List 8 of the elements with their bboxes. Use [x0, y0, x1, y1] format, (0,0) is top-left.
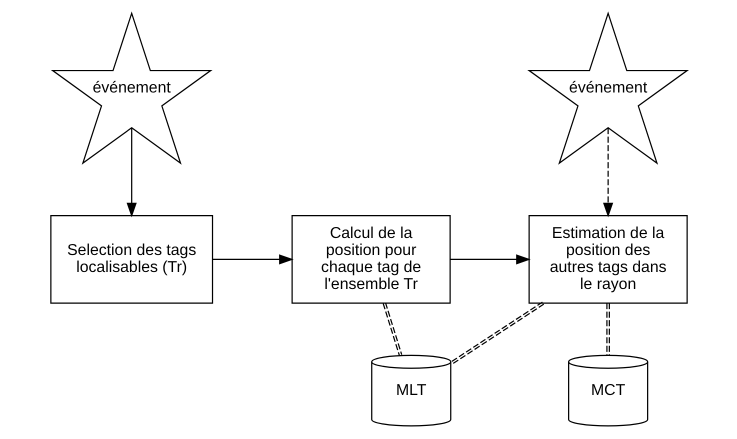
arrow — [212, 254, 294, 264]
node-box: Selection des tags localisables (Tr) — [50, 215, 213, 304]
connector — [449, 302, 544, 365]
node-box: Estimation de la position des autres tags dans le rayon — [528, 215, 688, 304]
connector — [382, 302, 402, 356]
arrow — [450, 254, 530, 264]
connector — [606, 303, 610, 356]
node-box: Calcul de la position pour chaque tag de l'ensemble Tr — [291, 215, 450, 304]
